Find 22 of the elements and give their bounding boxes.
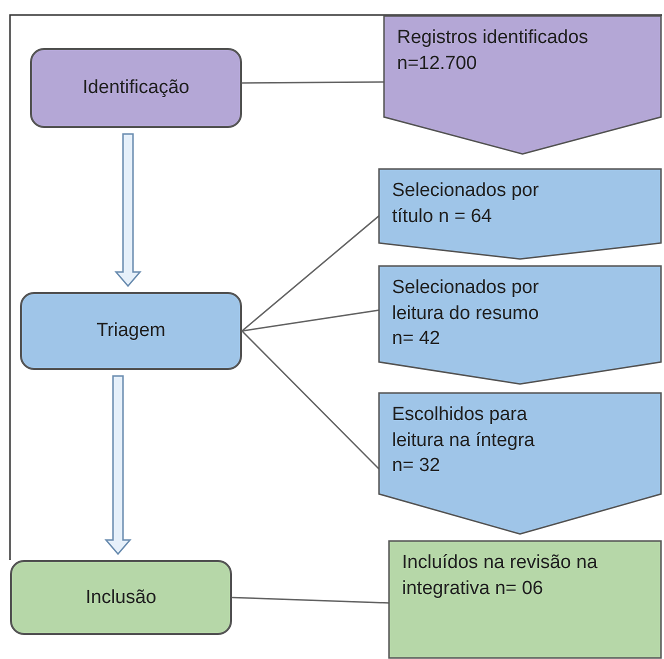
connector-line <box>242 309 380 332</box>
node-label: Inclusão <box>86 586 156 610</box>
count-arrow-box <box>378 392 662 535</box>
count-arrow-box <box>378 168 662 260</box>
node-label: Incluídos na revisão na integrativa n= 06 <box>402 551 598 601</box>
node-label: Escolhidos para leitura na íntegra n= 32 <box>392 403 536 478</box>
stage-box <box>20 292 242 370</box>
stage-box <box>10 560 232 635</box>
connector-line <box>242 81 385 84</box>
stage-box <box>30 48 242 128</box>
hollow-arrow <box>114 133 142 288</box>
node-label: Selecionados por leitura do resumo n= 42 <box>392 276 540 352</box>
count-arrow-box <box>383 15 662 155</box>
node-label: Registros identificados n=12.700 <box>397 26 590 76</box>
node-label: Identificação <box>82 76 190 100</box>
connector-line <box>242 214 380 332</box>
connector-line <box>241 330 381 471</box>
node-label: Triagem <box>96 319 166 344</box>
node-label: Selecionados por título n = 64 <box>392 179 540 229</box>
count-arrow-box <box>378 265 662 385</box>
connector-line <box>232 596 390 604</box>
hollow-arrow <box>104 375 132 556</box>
